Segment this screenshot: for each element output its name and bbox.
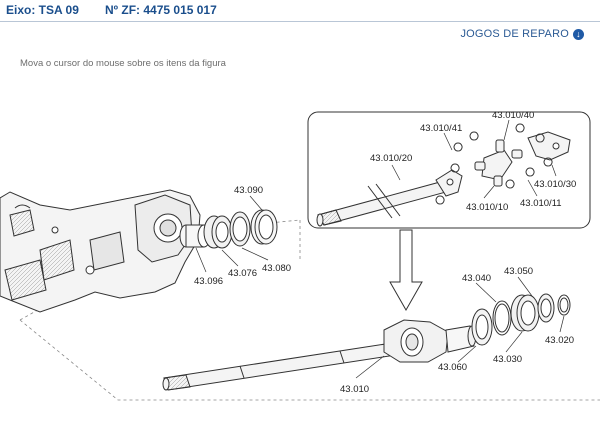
label-43010-40[interactable]: 43.010/40	[492, 110, 534, 121]
zf-number-label: Nº ZF: 4475 015 017	[105, 3, 217, 17]
axle-housing[interactable]	[0, 189, 201, 313]
repair-kits-label: JOGOS DE REPARO	[460, 28, 569, 40]
label-43010-20[interactable]: 43.010/20	[370, 153, 412, 164]
detail-yoke-right[interactable]	[527, 131, 571, 161]
label-43096[interactable]: 43.096	[194, 276, 223, 287]
part-43010-joint[interactable]	[383, 319, 477, 363]
part-43076-bearing[interactable]	[203, 215, 233, 249]
label-43010-41[interactable]: 43.010/41	[420, 123, 462, 134]
part-43040-ring[interactable]	[492, 300, 512, 336]
detail-cross-spider[interactable]	[474, 139, 523, 187]
label-43010-30[interactable]: 43.010/30	[534, 179, 576, 190]
down-arrow-circle-icon: ↓	[573, 28, 584, 40]
repair-kits-link[interactable]: JOGOS DE REPARO ↓	[460, 28, 584, 40]
label-43050[interactable]: 43.050	[504, 266, 533, 277]
label-43020[interactable]: 43.020	[545, 335, 574, 346]
label-43080[interactable]: 43.080	[262, 263, 291, 274]
part-43080-ring[interactable]	[229, 211, 251, 247]
label-43040[interactable]: 43.040	[462, 273, 491, 284]
label-43030[interactable]: 43.030	[493, 354, 522, 365]
axle-label: Eixo: TSA 09	[6, 3, 79, 17]
label-43010-10[interactable]: 43.010/10	[466, 202, 508, 213]
label-43010[interactable]: 43.010	[340, 384, 369, 395]
part-43060-seal[interactable]	[471, 308, 493, 346]
label-43090[interactable]: 43.090	[234, 185, 263, 196]
detail-yoke-left[interactable]	[435, 169, 463, 197]
header-bar: Eixo: TSA 09 Nº ZF: 4475 015 017	[0, 0, 600, 22]
part-43030-bearing[interactable]	[510, 294, 540, 332]
label-43060[interactable]: 43.060	[438, 362, 467, 373]
part-43090-seal[interactable]	[250, 209, 278, 245]
label-43076[interactable]: 43.076	[228, 268, 257, 279]
hint-text: Mova o cursor do mouse sobre os itens da…	[20, 58, 226, 69]
part-43020-circlip[interactable]	[557, 294, 571, 316]
leader-lines	[195, 119, 565, 379]
detail-arrow	[389, 229, 423, 312]
part-43010-shaft[interactable]	[162, 342, 397, 391]
label-43010-11[interactable]: 43.010/11	[520, 198, 562, 209]
detail-circlips[interactable]	[435, 123, 553, 205]
part-43050-seal[interactable]	[537, 293, 555, 323]
